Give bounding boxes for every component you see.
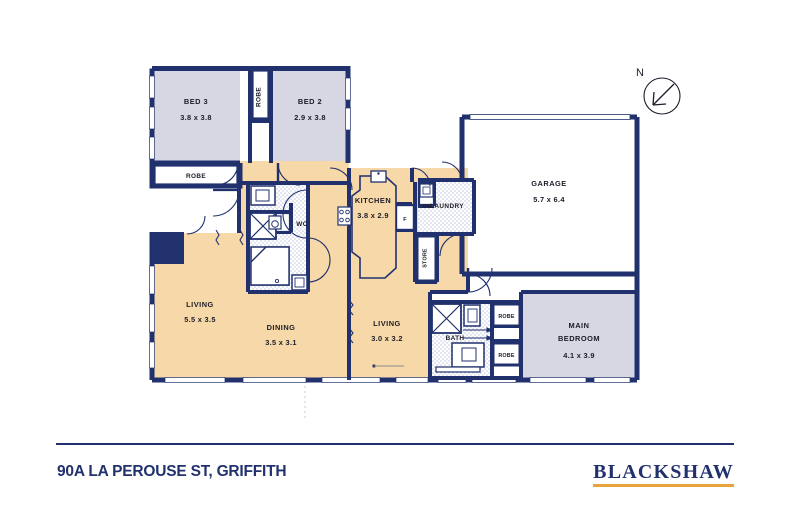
solid-navy-block xyxy=(150,232,184,264)
label-kitchen: KITCHEN xyxy=(355,196,391,205)
brand-logo: BLACKSHAW xyxy=(593,462,734,487)
property-address: 90A LA PEROUSE ST, GRIFFITH xyxy=(57,463,287,480)
label-living-right: LIVING xyxy=(373,319,401,328)
robe-main-upper-box xyxy=(491,302,522,328)
dim-dining: 3.5 x 3.1 xyxy=(265,338,296,347)
dim-living-left: 5.5 x 3.5 xyxy=(184,315,215,324)
label-robe-bed3: ROBE xyxy=(186,173,206,180)
dim-garage: 5.7 x 6.4 xyxy=(533,195,565,204)
room-fill-hall xyxy=(239,161,349,183)
label-garage: GARAGE xyxy=(531,179,566,188)
label-laundry: LAUNDRY xyxy=(430,203,464,210)
kitchen-bench xyxy=(351,175,397,279)
label-wc: WC xyxy=(296,221,307,228)
room-fill-garage xyxy=(462,117,637,274)
floor-plan-drawing: BED 3 3.8 x 3.8 BED 2 2.9 x 3.8 GARAGE 5… xyxy=(149,66,640,418)
kitchen-sink xyxy=(370,170,387,183)
label-robe-main-upper: ROBE xyxy=(498,314,515,320)
robe-main-lower-box xyxy=(491,341,522,367)
compass-north-label: N xyxy=(636,67,644,79)
footer: 90A LA PEROUSE ST, GRIFFITH BLACKSHAW xyxy=(0,430,790,527)
room-fill-main-bedroom xyxy=(521,292,637,382)
brand-underline-rule xyxy=(593,484,734,487)
door-swings xyxy=(186,161,493,297)
north-compass: N xyxy=(630,64,690,124)
label-living-left: LIVING xyxy=(186,300,214,309)
label-main-bedroom-line1: MAIN xyxy=(569,321,590,330)
dim-bed3: 3.8 x 3.8 xyxy=(180,113,211,122)
service-labels: ROBE ROBE WC WM LAUNDRY F STORE BATH ROB… xyxy=(186,87,515,359)
robe-slide-arrows xyxy=(463,327,494,341)
floor-marker xyxy=(372,364,404,368)
compass-rose-icon xyxy=(643,77,681,115)
label-dining: DINING xyxy=(267,323,296,332)
footer-divider xyxy=(56,443,734,445)
label-robe-main-lower: ROBE xyxy=(498,353,515,359)
label-bed2: BED 2 xyxy=(298,97,322,106)
fixtures xyxy=(249,170,485,373)
label-fridge: F xyxy=(403,217,407,223)
label-wm: WM xyxy=(422,204,432,210)
label-store: STORE xyxy=(423,248,429,268)
label-bed3: BED 3 xyxy=(184,97,208,106)
room-fill-bed2 xyxy=(271,66,348,161)
room-labels: BED 3 3.8 x 3.8 BED 2 2.9 x 3.8 GARAGE 5… xyxy=(180,97,600,360)
dim-main-bedroom: 4.1 x 3.9 xyxy=(563,351,594,360)
room-fill-bed3 xyxy=(152,66,240,161)
robe-between-bedrooms-box xyxy=(250,68,271,121)
opening-marks xyxy=(215,229,354,344)
dim-kitchen: 3.8 x 2.9 xyxy=(357,211,388,220)
brand-wordmark: BLACKSHAW xyxy=(593,461,734,483)
store-box xyxy=(415,234,438,283)
label-bath: BATH xyxy=(446,335,465,342)
dim-bed2: 2.9 x 3.8 xyxy=(294,113,325,122)
cooktop xyxy=(337,206,352,226)
label-robe-between-bedrooms: ROBE xyxy=(256,87,263,107)
label-main-bedroom-line2: BEDROOM xyxy=(558,334,600,343)
dim-living-right: 3.0 x 3.2 xyxy=(371,334,402,343)
